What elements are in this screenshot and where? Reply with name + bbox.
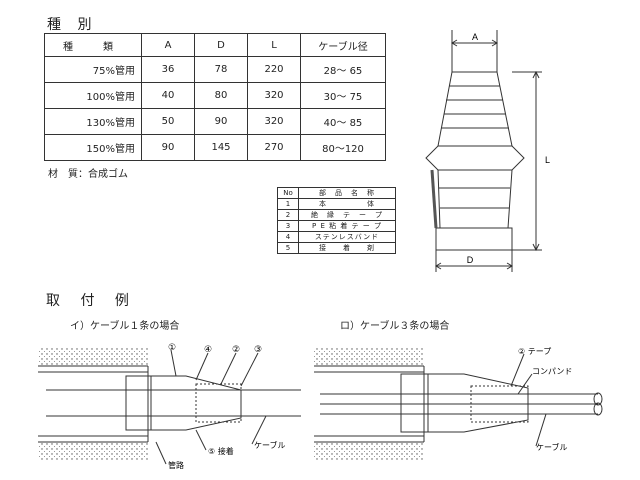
product-dimension-drawing: A L D bbox=[425, 30, 550, 272]
cell-type: 100%管用 bbox=[44, 82, 142, 109]
part-no: 3 bbox=[277, 220, 299, 232]
spec-table: 種 類 A D L ケーブル径 75%管用 36 78 220 28〜 65 1… bbox=[44, 33, 386, 161]
table-row: 130%管用 50 90 320 40〜 85 bbox=[44, 108, 386, 135]
cell-cable: 28〜 65 bbox=[300, 56, 386, 83]
material-note: 材 質：合成ゴム bbox=[48, 169, 128, 180]
label-pipe: 管路 bbox=[168, 460, 184, 470]
label-adhesive: ⑤ 接着 bbox=[208, 446, 234, 456]
cell-d: 90 bbox=[194, 108, 248, 135]
example2-title: ロ）ケーブル３条の場合 bbox=[340, 321, 450, 332]
callout-3: ③ bbox=[254, 345, 262, 355]
cell-cable: 40〜 85 bbox=[300, 108, 386, 135]
cell-d: 80 bbox=[194, 82, 248, 109]
parts-table: No 部 品 名 称 1 本 体 2 絶 縁 テ ー プ 3 P E 粘 着 テ… bbox=[277, 187, 396, 254]
part-no: 5 bbox=[277, 242, 299, 254]
cell-cable: 80〜120 bbox=[300, 134, 386, 161]
table-row: 150%管用 90 145 270 80〜120 bbox=[44, 134, 386, 161]
part-no: 2 bbox=[277, 209, 299, 221]
callout-2: ② bbox=[232, 345, 240, 355]
part-name: 本 体 bbox=[298, 198, 396, 210]
part-name: P E 粘 着 テ ー プ bbox=[298, 220, 396, 232]
cell-d: 78 bbox=[194, 56, 248, 83]
cell-l: 320 bbox=[247, 108, 301, 135]
cell-type: 130%管用 bbox=[44, 108, 142, 135]
part-name: ステンレスバンド bbox=[298, 231, 396, 243]
cell-d: 145 bbox=[194, 134, 248, 161]
cell-type: 150%管用 bbox=[44, 134, 142, 161]
cell-a: 36 bbox=[141, 56, 195, 83]
cell-cable: 30〜 75 bbox=[300, 82, 386, 109]
section-title-types: 種 別 bbox=[47, 17, 98, 33]
parts-table-header: No 部 品 名 称 bbox=[277, 187, 396, 199]
label-cable-2: ケーブル bbox=[536, 442, 568, 452]
header-type: 種 類 bbox=[44, 33, 142, 57]
cell-type: 75%管用 bbox=[44, 56, 142, 83]
callout-4: ④ bbox=[204, 345, 212, 355]
example1-drawing: ① ④ ② ③ ⑤ 接着 ケーブル 管路 bbox=[38, 343, 301, 470]
part-no: 4 bbox=[277, 231, 299, 243]
table-row: 75%管用 36 78 220 28〜 65 bbox=[44, 56, 386, 83]
table-row: 3 P E 粘 着 テ ー プ bbox=[277, 220, 396, 232]
part-name: 絶 縁 テ ー プ bbox=[298, 209, 396, 221]
cell-l: 320 bbox=[247, 82, 301, 109]
label-compound: コンパンド bbox=[532, 367, 572, 376]
cell-l: 220 bbox=[247, 56, 301, 83]
example2-drawing: ② テープ コンパンド ケーブル bbox=[314, 347, 603, 460]
table-row: 100%管用 40 80 320 30〜 75 bbox=[44, 82, 386, 109]
cell-a: 50 bbox=[141, 108, 195, 135]
header-d: D bbox=[194, 33, 248, 57]
cell-l: 270 bbox=[247, 134, 301, 161]
part-no: 1 bbox=[277, 198, 299, 210]
dimension-label-a: A bbox=[472, 32, 478, 42]
spec-table-header: 種 類 A D L ケーブル径 bbox=[44, 33, 386, 57]
label-tape: ② テープ bbox=[518, 347, 551, 356]
parts-header-name: 部 品 名 称 bbox=[298, 187, 396, 199]
table-row: 1 本 体 bbox=[277, 198, 396, 210]
section-title-installation: 取 付 例 bbox=[46, 293, 137, 309]
label-cable-1: ケーブル bbox=[254, 440, 286, 450]
cell-a: 90 bbox=[141, 134, 195, 161]
header-cable-diameter: ケーブル径 bbox=[300, 33, 386, 57]
table-row: 5 接 着 剤 bbox=[277, 242, 396, 254]
table-row: 4 ステンレスバンド bbox=[277, 231, 396, 243]
cell-a: 40 bbox=[141, 82, 195, 109]
callout-1: ① bbox=[168, 343, 176, 353]
header-l: L bbox=[247, 33, 301, 57]
parts-header-no: No bbox=[277, 187, 299, 199]
dimension-label-d: D bbox=[467, 255, 474, 265]
dimension-label-l: L bbox=[545, 155, 550, 165]
table-row: 2 絶 縁 テ ー プ bbox=[277, 209, 396, 221]
part-name: 接 着 剤 bbox=[298, 242, 396, 254]
header-a: A bbox=[141, 33, 195, 57]
example1-title: イ）ケーブル１条の場合 bbox=[70, 321, 180, 332]
